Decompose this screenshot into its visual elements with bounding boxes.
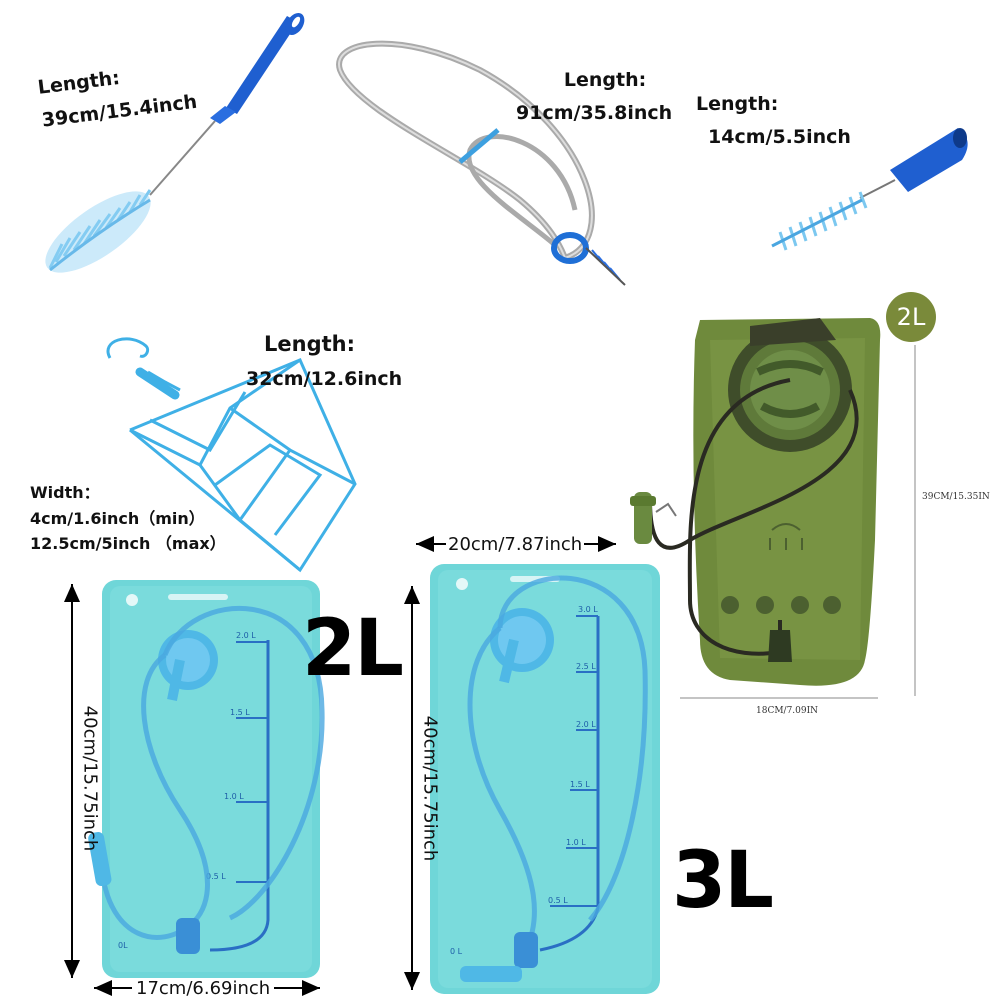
green-bladder-badge-text: 2L <box>896 303 926 331</box>
dryer-rack-image <box>106 337 357 573</box>
blue-2l-width-label: 17cm/6.69inch <box>132 978 275 999</box>
dryer-width-heading: Width： <box>30 483 100 502</box>
blue-2l-bladder-item: 2.0 L 1.5 L 1.0 L 0.5 L 0L 40cm/15.75inc… <box>40 570 410 1000</box>
small-brush-image <box>771 128 968 251</box>
blue-2l-grad-05: 0.5 L <box>206 872 226 881</box>
blue-3l-grad-3: 3.0 L <box>578 605 598 614</box>
blue-3l-bladder-image: 3.0 L 2.5 L 2.0 L 1.5 L 1.0 L 0.5 L 0 L <box>404 536 660 994</box>
green-bladder-width: 18CM/7.09IN <box>756 706 819 716</box>
blue-3l-width-label: 20cm/7.87inch <box>446 534 585 555</box>
blue-3l-height-label: 40cm/15.75inch <box>419 715 441 862</box>
blue-2l-grad-1: 1.0 L <box>224 792 244 801</box>
blue-2l-size-label: 2L <box>302 604 404 694</box>
small-brush-length-label: Length: 14cm/5.5inch <box>696 88 851 155</box>
blue-3l-grad-0: 0 L <box>450 947 463 956</box>
dryer-rack-item: Length: 32cm/12.6inch Width： 4cm/1.6inch… <box>0 320 440 580</box>
dryer-length-value: 32cm/12.6inch <box>246 367 403 390</box>
tube-brush-image <box>336 40 626 286</box>
blue-3l-bladder-item: 3.0 L 2.5 L 2.0 L 1.5 L 1.0 L 0.5 L 0 L … <box>390 520 774 1000</box>
dryer-width-max: 12.5cm/5inch （max） <box>30 534 226 554</box>
green-bladder-image <box>630 318 916 699</box>
tube-brush-length-value: 91cm/35.8inch <box>516 102 673 125</box>
blue-2l-grad-2: 2.0 L <box>236 631 256 640</box>
tube-brush-length-heading: Length: <box>563 69 647 91</box>
blue-3l-grad-25: 2.5 L <box>576 662 596 671</box>
dryer-length-heading: Length: <box>264 332 355 356</box>
dryer-length-label: Length: 32cm/12.6inch <box>246 326 402 396</box>
tube-brush-length-label: Length: 91cm/35.8inch <box>516 64 672 131</box>
blue-3l-grad-05: 0.5 L <box>548 896 568 905</box>
blue-2l-bladder-image: 2.0 L 1.5 L 1.0 L 0.5 L 0L <box>64 580 325 996</box>
blue-2l-height-label: 40cm/15.75inch <box>79 705 101 852</box>
green-bladder-item: 2L 39CM/15.35IN 18CM/7.09IN <box>620 280 1000 720</box>
green-bladder-badge: 2L <box>886 292 936 342</box>
blue-3l-grad-2: 2.0 L <box>576 720 596 729</box>
green-bladder-height: 39CM/15.35IN <box>922 492 990 502</box>
blue-2l-grad-15: 1.5 L <box>230 708 250 717</box>
small-brush-length-heading: Length: <box>696 93 779 115</box>
long-brush-item: Length: 39cm/15.4inch <box>0 0 330 300</box>
blue-3l-grad-1: 1.0 L <box>566 838 586 847</box>
dryer-width-min: 4cm/1.6inch（min） <box>30 508 205 528</box>
small-brush-item: Length: 14cm/5.5inch <box>690 80 990 280</box>
blue-2l-grad-0: 0L <box>118 941 128 950</box>
dryer-width-label: Width： 4cm/1.6inch（min） 12.5cm/5inch （ma… <box>30 480 226 557</box>
small-brush-length-value: 14cm/5.5inch <box>708 126 851 149</box>
tube-brush-item: Length: 91cm/35.8inch <box>320 0 700 300</box>
blue-3l-grad-15: 1.5 L <box>570 780 590 789</box>
blue-3l-size-label: 3L <box>672 836 774 926</box>
long-brush-image <box>45 13 305 273</box>
